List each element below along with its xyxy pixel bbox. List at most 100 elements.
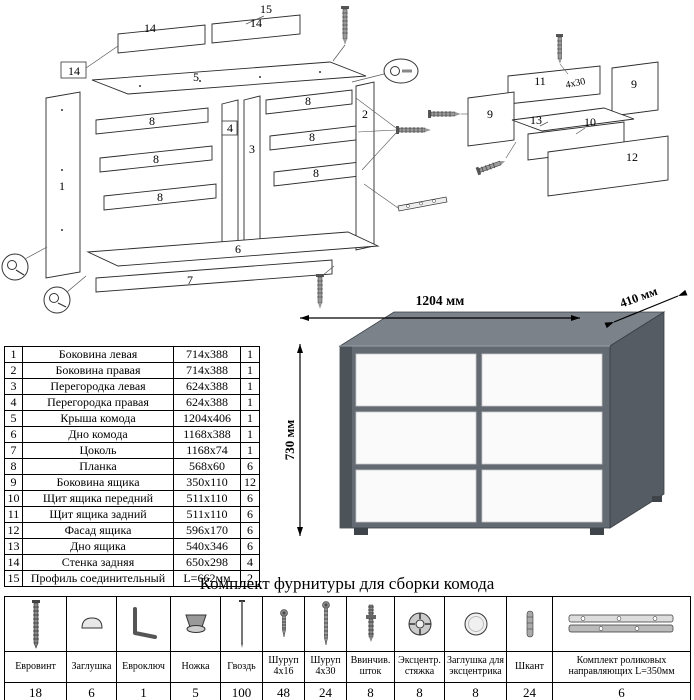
hardware-names-row: Евровинт Заглушка Евроключ Ножка Гвоздь … [4,651,691,683]
part-qty: 4 [240,554,260,571]
part-size: 714х388 [173,362,241,379]
part-qty: 2 [240,570,260,587]
callout-label: 9 [487,107,493,121]
part-name: Дно комода [22,426,174,443]
screw-icon [475,160,506,176]
screw-holes [61,71,321,231]
hardware-qty: 24 [304,682,347,700]
part-size: 511х110 [173,506,241,523]
part-size: 596х170 [173,522,241,539]
drawer-slide-icon [363,183,448,212]
part-number: 5 [4,410,23,427]
drawer-front [355,411,477,465]
part-number: 14 [4,554,23,571]
drawer-slides-icon [552,596,691,652]
part-size: L=662мм [173,570,241,587]
height-label: 730 мм [282,420,297,461]
eccentric-cam-icon [394,596,445,652]
part-number: 1 [4,346,23,363]
part-number: 8 [4,458,23,475]
exploded-view-diagram: 15 14 14 14 5 1 8 8 8 4 3 8 8 8 2 6 7 11… [1,2,669,314]
hardware-qty: 8 [444,682,507,700]
euro-screw-icon [4,596,67,652]
hardware-name: Заглушка для эксцентрика [444,651,507,683]
plinth [95,259,333,293]
part-number: 11 [4,506,23,523]
rail [95,107,209,135]
cabinet-panels [45,14,380,293]
hardware-name: Комплект роликовых направляющих L=350мм [552,651,691,683]
hardware-qty: 8 [394,682,445,700]
hardware-qty: 18 [4,682,67,700]
top-board [91,61,367,95]
part-name: Перегородка правая [22,394,174,411]
hardware-name: Гвоздь [220,651,263,683]
hardware-name: Ножка [170,651,221,683]
back-panel [211,14,301,44]
callout-label: 14 [250,16,262,30]
callout-label: 7 [187,273,193,287]
hardware-name: Евроключ [116,651,171,683]
part-size: 1204х406 [173,410,241,427]
callout-box [221,120,238,136]
part-qty: 1 [240,346,260,363]
callout-label: 14 [144,21,156,35]
part-qty: 1 [240,378,260,395]
part-size: 1168х388 [173,426,241,443]
hardware-name: Эксцентр. стяжка [394,651,445,683]
callout-label: 15 [260,2,272,16]
drawer-front [355,353,477,407]
part-name: Щит ящика передний [22,490,174,507]
callout-label: 11 [534,74,546,88]
hardware-qty: 24 [506,682,553,700]
callout-label: 2 [362,107,368,121]
callout-label: 8 [149,114,155,128]
drawer-bottom [511,107,635,132]
screw-size-label: 4х30 [565,76,587,91]
drawer-front [355,469,477,523]
part-number: 7 [4,442,23,459]
hardware-kit-title: Комплект фурнитуры для сборки комода [199,574,495,593]
bottom-board [86,231,380,267]
callout-label: 4 [227,121,233,135]
partition [243,95,261,253]
drawer-fronts [355,353,603,523]
drawer-front [481,353,603,407]
part-qty: 1 [240,410,260,427]
rail [103,183,217,211]
part-number: 3 [4,378,23,395]
hardware-qty: 100 [220,682,263,700]
height-dimension: 730 мм [282,344,303,536]
part-number: 15 [4,570,23,587]
cam-closeup-callout [1,246,48,281]
part-qty: 6 [240,538,260,555]
part-number: 13 [4,538,23,555]
hardware-qty: 48 [262,682,305,700]
drawer-front [481,411,603,465]
part-size: 540х346 [173,538,241,555]
product-render: 1204 мм 410 мм 730 мм [282,288,688,536]
nail-icon [220,596,263,652]
part-qty: 1 [240,426,260,443]
hardware-name: Заглушка [66,651,117,683]
hardware-icons-row [4,596,691,652]
hardware-qty: 8 [346,682,395,700]
callout-label: 1 [59,179,65,193]
hardware-name: Шуруп 4х30 [304,651,347,683]
screw-icon [316,265,335,309]
confirmat-screw-icon [332,6,349,62]
width-label: 1204 мм [416,293,465,308]
part-name: Планка [22,458,174,475]
part-number: 2 [4,362,23,379]
part-qty: 1 [240,362,260,379]
confirmat-screw-icon [428,110,468,118]
cam-closeup-callout [43,275,87,314]
dresser-top [338,311,666,347]
